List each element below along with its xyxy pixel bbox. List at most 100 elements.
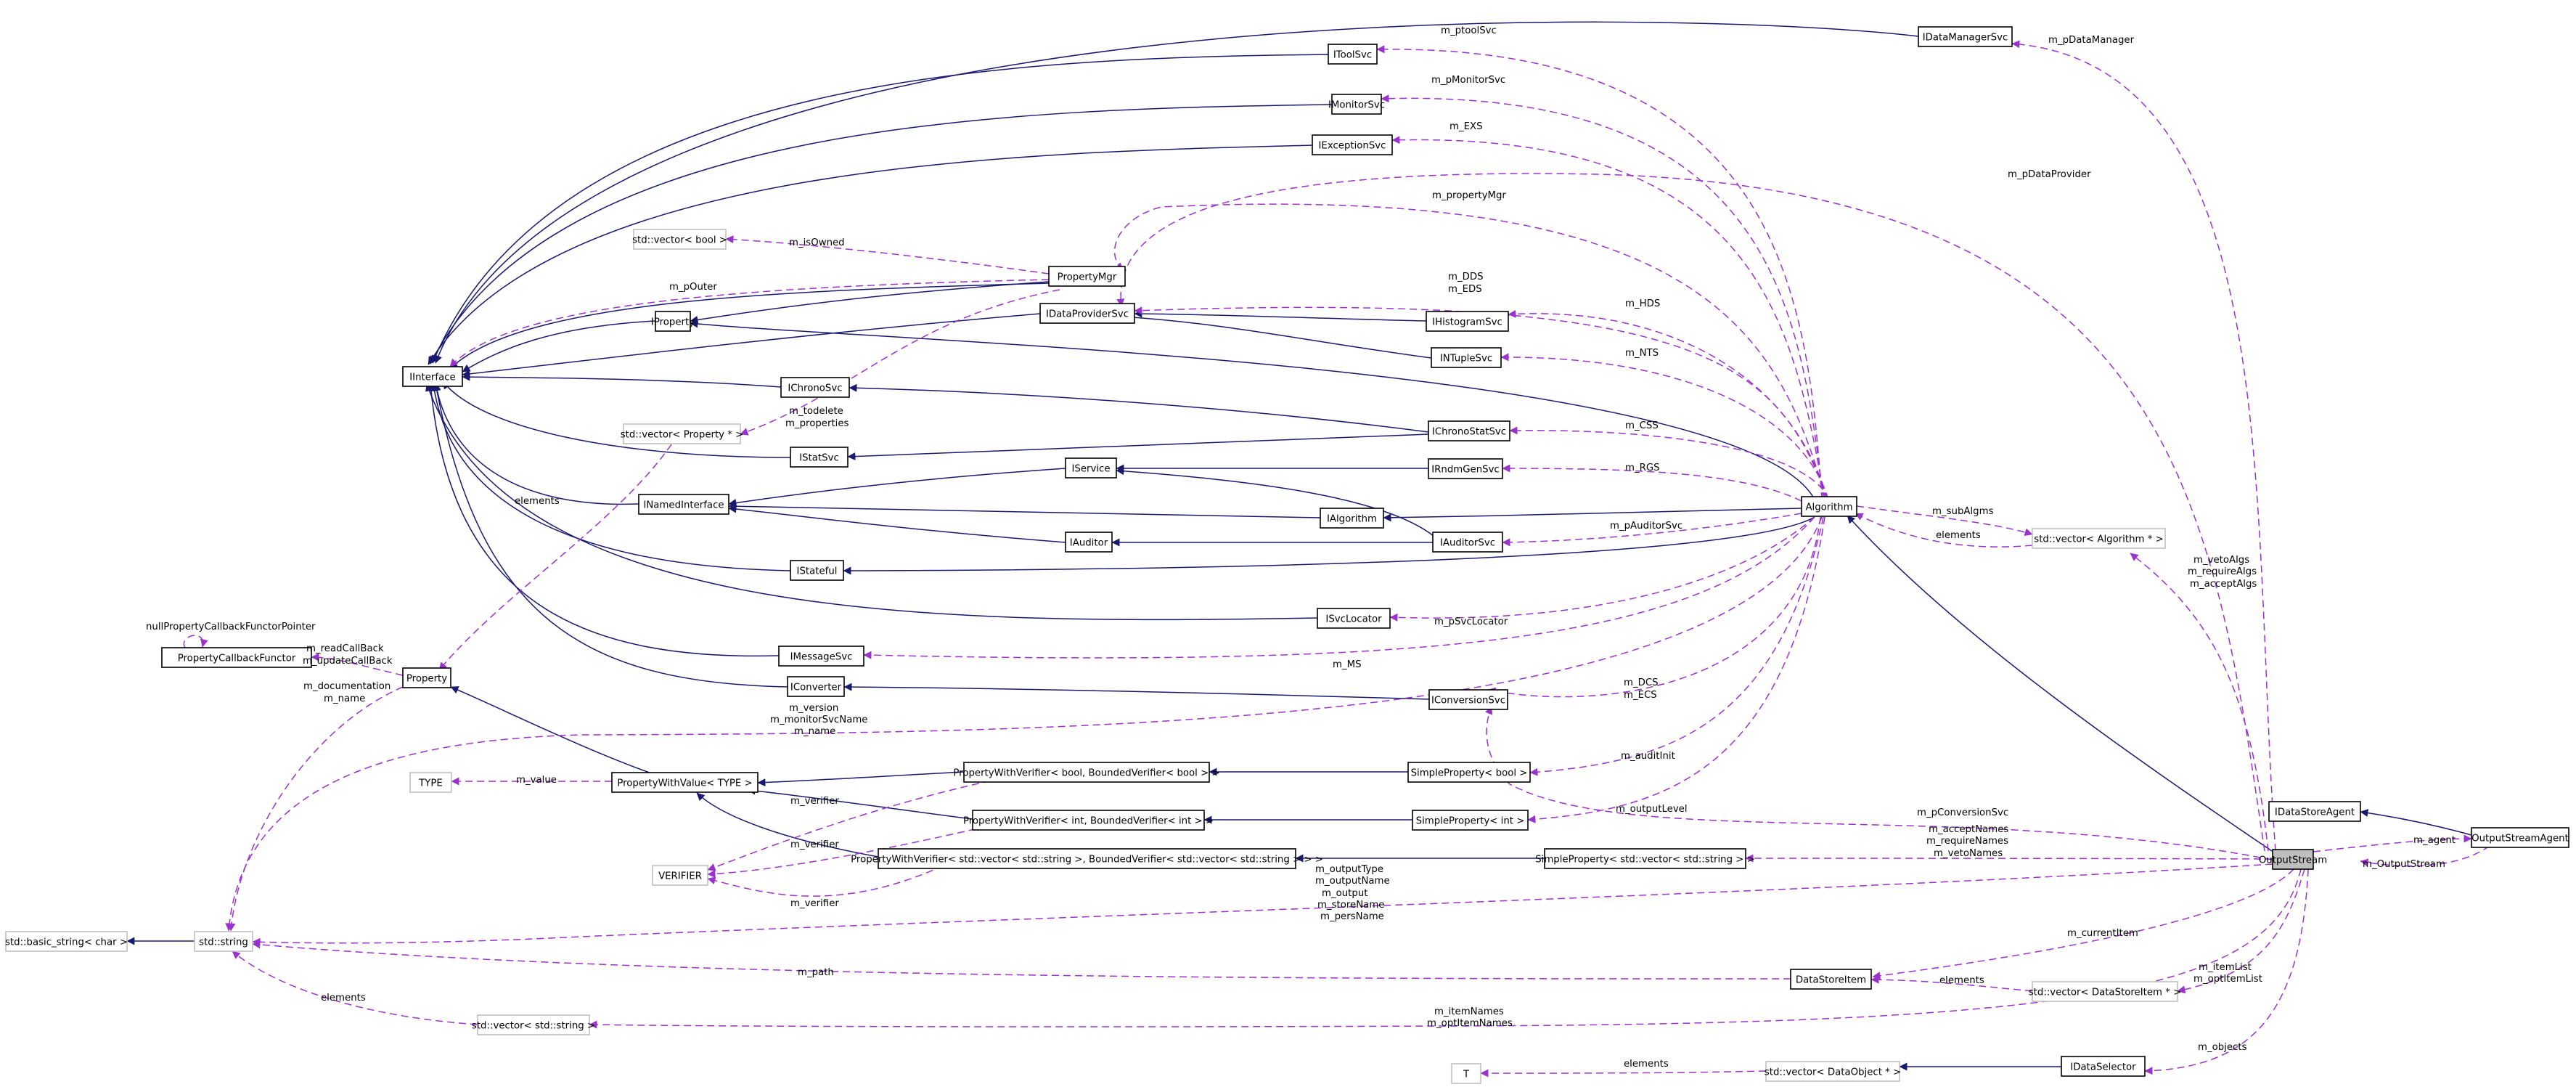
edge-vector-datastoreitem-datastoreitem <box>1870 975 2033 992</box>
edge-imessagesvc-iinterface <box>427 383 780 657</box>
node-iconverter[interactable]: IConverter <box>787 676 845 697</box>
node-simpleproperty-int[interactable]: SimpleProperty< int > <box>1412 810 1529 831</box>
node-label-propertywithvalue: PropertyWithValue< TYPE > <box>617 778 752 789</box>
node-algorithm[interactable]: Algorithm <box>1801 496 1857 517</box>
edge-label: m_CSS <box>1625 420 1659 431</box>
edge-property-std-string <box>227 686 404 932</box>
node-t[interactable]: T <box>1451 1063 1481 1084</box>
node-vector-datastoreitem[interactable]: std::vector< DataStoreItem * > <box>2029 981 2182 1002</box>
node-datastoreitem[interactable]: DataStoreItem <box>1790 969 1872 990</box>
node-label-ichronostatsvc: IChronoStatSvc <box>1432 427 1506 438</box>
node-iproperty[interactable]: IProperty <box>651 311 695 332</box>
node-simpleproperty-bool[interactable]: SimpleProperty< bool > <box>1407 762 1531 783</box>
node-ialgorithm[interactable]: IAlgorithm <box>1320 508 1384 529</box>
node-idataprovidersvc[interactable]: IDataProviderSvc <box>1039 303 1135 324</box>
node-idatastoreagent[interactable]: IDataStoreAgent <box>2268 801 2361 822</box>
node-propertycallbackfunctor[interactable]: PropertyCallbackFunctor <box>161 647 312 668</box>
node-pwv-int[interactable]: PropertyWithVerifier< int, BoundedVerifi… <box>963 810 1214 831</box>
node-outputstream[interactable]: OutputStream <box>2259 849 2327 870</box>
node-pwv-bool[interactable]: PropertyWithVerifier< bool, BoundedVerif… <box>953 762 1220 783</box>
edge-ichronostatsvc-istatsvc <box>847 433 1429 460</box>
node-ihistogramsvc[interactable]: IHistogramSvc <box>1426 311 1509 332</box>
node-label-simpleproperty-int: SimpleProperty< int > <box>1416 816 1525 827</box>
edge-label: m_DCS <box>1624 677 1659 688</box>
edge-label: m_pAuditorSvc <box>1610 521 1682 532</box>
edge-label: m_properties <box>785 418 849 429</box>
edge-algorithm-iexceptionsvc <box>1391 136 1825 500</box>
node-ichronostatsvc[interactable]: IChronoStatSvc <box>1428 420 1510 441</box>
node-iservice[interactable]: IService <box>1065 457 1117 479</box>
edge-outputstream-datastoreitem <box>1872 868 2294 980</box>
node-basic-string[interactable]: std::basic_string< char > <box>5 931 128 952</box>
node-iconversionsvc[interactable]: IConversionSvc <box>1428 689 1508 710</box>
edge-algorithm-isvclocator <box>1389 516 1815 622</box>
node-type[interactable]: TYPE <box>409 772 452 793</box>
node-irndmgensvc[interactable]: IRndmGenSvc <box>1428 458 1503 479</box>
node-isvclocator[interactable]: ISvcLocator <box>1317 608 1391 629</box>
edge-istatsvc-iinterface <box>442 380 791 458</box>
edge-label: m_monitorSvcName <box>770 715 867 725</box>
edge-vector-algorithm-algorithm <box>1855 513 2033 547</box>
node-iexceptionsvc[interactable]: IExceptionSvc <box>1312 134 1393 155</box>
node-simpleproperty-vecstring[interactable]: SimpleProperty< std::vector< std::string… <box>1535 848 1755 869</box>
node-pwv-vecstring[interactable]: PropertyWithVerifier< std::vector< std::… <box>851 848 1323 869</box>
node-iinterface[interactable]: IInterface <box>402 366 463 387</box>
edge-itoolsvc-iinterface <box>431 54 1329 364</box>
edge-isvclocator-iinterface <box>425 383 1318 621</box>
node-istatsvc[interactable]: IStatSvc <box>790 447 849 468</box>
edge-label: m_verifier <box>790 839 839 850</box>
edge-label: m_outputName <box>1315 876 1390 887</box>
node-std-string[interactable]: std::string <box>194 931 253 952</box>
edge-algorithm-iauditorsvc <box>1502 513 1802 547</box>
edge-label: m_ptoolSvc <box>1441 25 1497 36</box>
edge-label: m_auditInit <box>1621 751 1675 762</box>
node-propertymgr[interactable]: PropertyMgr <box>1048 266 1126 287</box>
node-vector-dataobject[interactable]: std::vector< DataObject * > <box>1765 1061 1901 1082</box>
node-label-ihistogramsvc: IHistogramSvc <box>1432 317 1502 328</box>
node-property[interactable]: Property <box>402 667 451 688</box>
edge-labels: m_ptoolSvc m_pMonitorSvc m_EXS m_pDataPr… <box>303 25 2456 1070</box>
edge-label: m_pDataManager <box>2048 35 2135 46</box>
node-inamedinterface[interactable]: INamedInterface <box>638 494 729 515</box>
node-vector-string[interactable]: std::vector< std::string > <box>472 1014 595 1035</box>
edge-label: m_objects <box>2198 1042 2247 1053</box>
node-label-iexceptionsvc: IExceptionSvc <box>1319 141 1386 152</box>
usage-edges <box>183 40 2490 1078</box>
edge-propertycallbackfunctor-self <box>183 635 208 648</box>
node-imonitorsvc[interactable]: IMonitorSvc <box>1328 94 1385 115</box>
edge-inamedinterface-iinterface <box>433 382 639 505</box>
edge-label: m_documentation <box>303 681 391 692</box>
node-iauditorsvc[interactable]: IAuditorSvc <box>1432 532 1503 553</box>
node-vector-property[interactable]: std::vector< Property * > <box>621 423 744 444</box>
edge-label: m_MS <box>1333 659 1362 670</box>
node-label-iproperty: IProperty <box>651 317 695 328</box>
node-ichronosvc[interactable]: IChronoSvc <box>780 377 850 398</box>
edge-outputstream-vector-string <box>589 868 2302 1029</box>
node-iauditor[interactable]: IAuditor <box>1065 532 1113 553</box>
node-label-itoolsvc: IToolSvc <box>1333 50 1372 61</box>
edge-algorithm-intuplesvc <box>1500 353 1829 500</box>
edge-algorithm-ialgorithm <box>1383 508 1802 522</box>
node-vector-algorithm[interactable]: std::vector< Algorithm * > <box>2032 528 2166 549</box>
node-itoolsvc[interactable]: IToolSvc <box>1328 44 1378 65</box>
edge-vector-property-property <box>438 444 672 671</box>
edge-label: m_pDataProvider <box>2008 169 2091 180</box>
node-label-istatsvc: IStatSvc <box>799 453 839 464</box>
node-vector-bool[interactable]: std::vector< bool > <box>632 229 727 250</box>
node-label-iauditor: IAuditor <box>1070 538 1108 549</box>
node-verifier[interactable]: VERIFIER <box>652 865 708 886</box>
node-idataselector[interactable]: IDataSelector <box>2061 1056 2146 1077</box>
edge-algorithm-imonitorsvc <box>1381 94 1824 500</box>
node-intuplesvc[interactable]: INTupleSvc <box>1431 347 1502 368</box>
node-idatamanagersvc[interactable]: IDataManagerSvc <box>1918 26 2013 47</box>
node-label-vector-string: std::vector< std::string > <box>472 1021 595 1032</box>
node-label-iinterface: IInterface <box>409 372 455 383</box>
node-outputstreamagent[interactable]: OutputStreamAgent <box>2471 827 2569 848</box>
node-propertywithvalue[interactable]: PropertyWithValue< TYPE > <box>611 772 759 793</box>
node-imessagesvc[interactable]: IMessageSvc <box>778 646 864 667</box>
node-label-pwv-bool: PropertyWithVerifier< bool, BoundedVerif… <box>953 768 1219 779</box>
node-label-iconverter: IConverter <box>790 683 842 693</box>
node-istateful[interactable]: IStateful <box>790 560 844 581</box>
node-label-imessagesvc: IMessageSvc <box>790 652 853 663</box>
